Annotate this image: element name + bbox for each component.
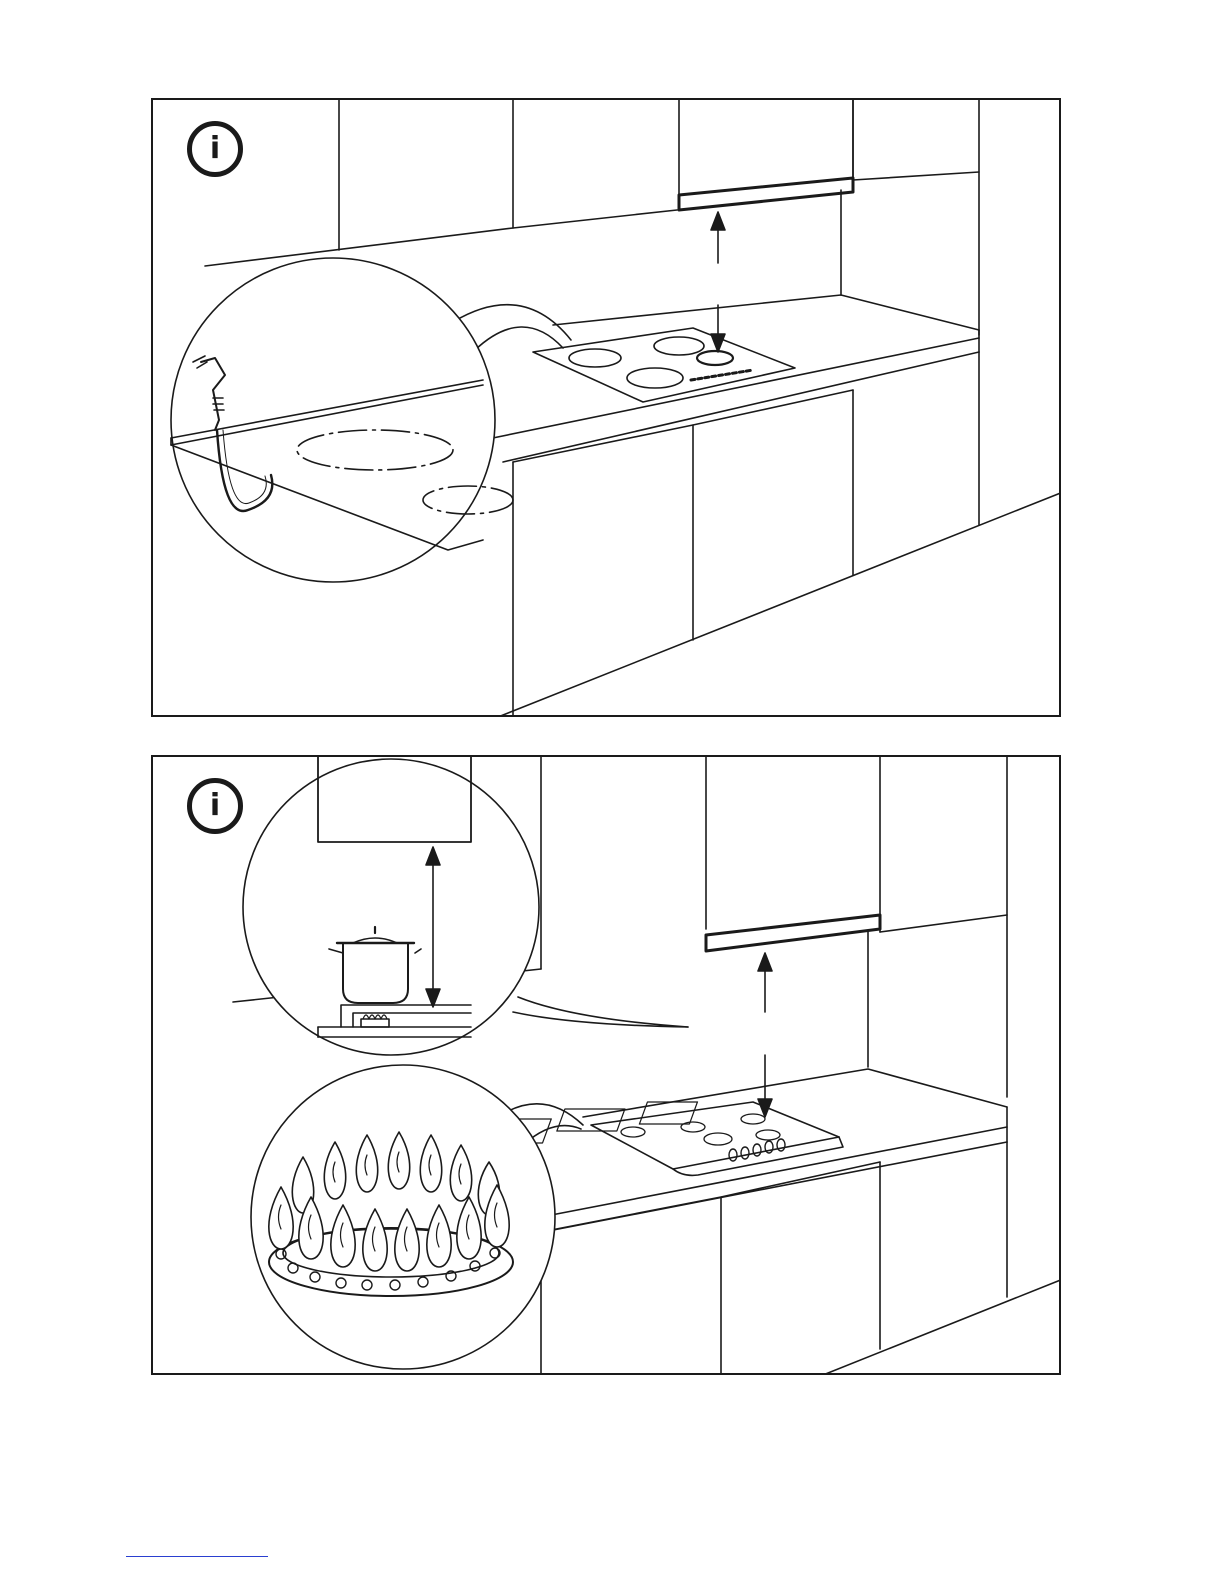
base-cabinets [541, 1142, 1061, 1375]
info-glyph: i [210, 791, 220, 821]
cooker-hood [706, 915, 880, 951]
figure-gas-hob: i [151, 755, 1061, 1375]
electric-hob-illustration [153, 100, 1061, 717]
pot-clearance-detail [243, 757, 688, 1055]
flame-ring-detail [251, 1065, 583, 1369]
footer-rule [126, 1556, 268, 1557]
info-glyph: i [210, 134, 220, 164]
base-cabinets [493, 352, 1061, 717]
info-icon: i [187, 121, 243, 177]
worktop [541, 1069, 1007, 1232]
worktop [483, 295, 979, 462]
info-icon: i [187, 778, 243, 834]
clearance-arrows [758, 953, 772, 1117]
clearance-arrows [711, 212, 725, 352]
plug-cable-detail [171, 258, 571, 582]
cooker-hood [679, 100, 853, 210]
electric-hob [533, 328, 795, 402]
gas-hob-illustration [153, 757, 1061, 1375]
figure-electric-hob: i [151, 98, 1061, 717]
